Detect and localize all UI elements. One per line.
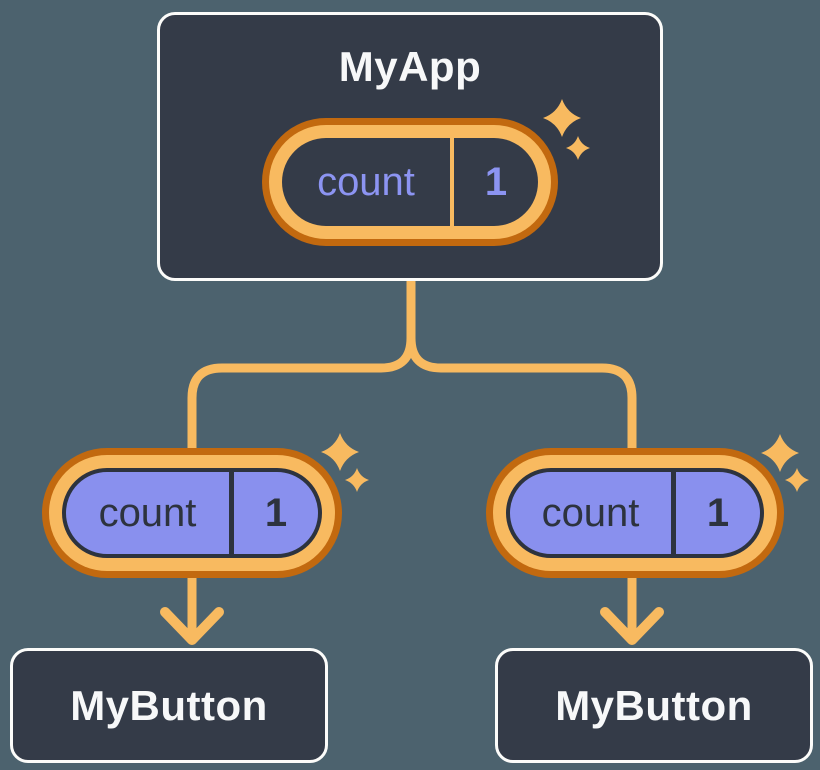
node-mybutton-right: MyButton: [495, 648, 813, 763]
state-pill-body: count 1: [62, 468, 322, 558]
node-title: MyButton: [70, 681, 268, 729]
state-pill-root: count 1: [262, 118, 558, 246]
state-pill-body: count 1: [506, 468, 764, 558]
state-pill-left: count 1: [42, 448, 342, 578]
state-pill-ring: count 1: [269, 125, 551, 239]
state-divider: [671, 472, 676, 554]
arrow-down-icon: [160, 607, 224, 645]
sparkle-icon: [321, 433, 359, 471]
node-title: MyApp: [338, 43, 482, 90]
state-value: 1: [706, 490, 730, 535]
arrow-down-icon: [600, 607, 664, 645]
state-value: 1: [264, 490, 288, 535]
node-mybutton-left: MyButton: [10, 648, 328, 763]
state-label: count: [541, 490, 640, 535]
node-title: MyButton: [555, 681, 753, 729]
sparkle-icon: [345, 468, 369, 492]
state-label: count: [98, 490, 197, 535]
sparkle-icon: [785, 468, 809, 492]
state-pill-body: count 1: [282, 138, 538, 226]
sparkle-icon: [761, 434, 799, 472]
state-pill-ring: count 1: [49, 455, 335, 571]
state-label: count: [317, 159, 415, 204]
state-pill-ring: count 1: [493, 455, 777, 571]
node-myapp: MyApp count 1: [157, 12, 663, 281]
state-value: 1: [484, 159, 508, 204]
state-pill-right: count 1: [486, 448, 784, 578]
state-divider: [450, 138, 454, 226]
